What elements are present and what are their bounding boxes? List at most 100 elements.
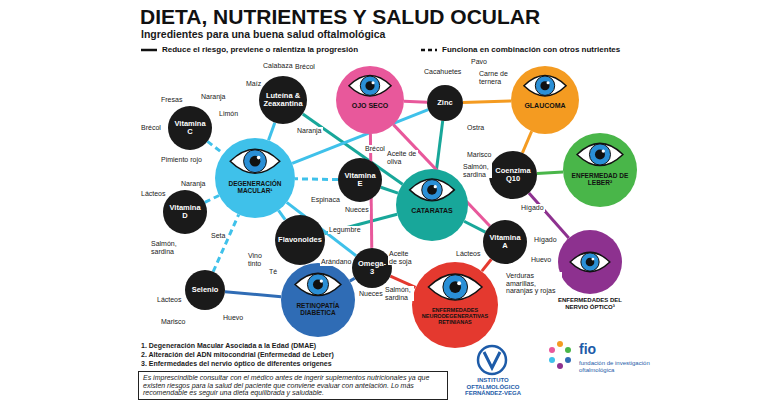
food-label: Huevo	[222, 314, 244, 322]
eye-iris	[360, 76, 379, 95]
eye-highlight	[547, 81, 550, 84]
subtitle: Ingredientes para una buena salud oftalm…	[140, 29, 386, 41]
connector-line	[295, 177, 338, 181]
eye-iris	[307, 274, 328, 295]
food-label: Cacahuetes	[423, 68, 462, 76]
nutrient-name: Selenio	[190, 286, 220, 294]
connector-line	[537, 172, 563, 174]
eye-iris	[581, 253, 599, 271]
disease-name: CATARATAS	[403, 207, 461, 215]
food-label: Té	[268, 268, 278, 276]
nutrient-circle: Flavonoides	[275, 215, 326, 266]
connector-line	[463, 101, 511, 102]
title: DIETA, NUTRIENTES Y SALUD OCULAR	[140, 5, 540, 29]
eye-white	[410, 179, 455, 201]
food-label: Marisco	[160, 318, 187, 326]
eye-highlight	[372, 81, 375, 84]
legend-item: Funciona en combinación con otros nutrie…	[420, 45, 620, 54]
food-label: Seta	[210, 232, 226, 240]
connector-line	[381, 187, 398, 193]
eye-iris	[535, 76, 554, 95]
eye-pupil	[250, 156, 261, 167]
eye-icon	[412, 262, 498, 348]
food-label: Pavo	[470, 58, 488, 66]
eye-white	[577, 143, 623, 165]
nutrient-name: Vitamina E	[344, 172, 377, 189]
disease-circle: CATARATAS	[396, 169, 468, 241]
nutrient-circle: Zinc	[427, 85, 463, 121]
logo-ring	[478, 346, 506, 374]
eye-pupil	[449, 281, 461, 293]
nutrient-circle: Vitamina D	[163, 190, 207, 234]
disease-circle: OJO SECO	[336, 66, 404, 134]
disease-name: ENFERMEDADES NEURODEGENERATIVAS RETINIAN…	[421, 307, 488, 325]
eye-white	[295, 273, 341, 295]
disease-name: RETINOPATÍA DIABÉTICA	[289, 302, 347, 316]
legend-text: Funciona en combinación con otros nutrie…	[442, 45, 620, 54]
logo-dot	[565, 357, 571, 363]
logo-text: fio	[578, 342, 597, 357]
nutrient-circle: Vitamina C	[168, 106, 212, 150]
eye-white	[428, 274, 482, 300]
nutrient-name: Vitamina D	[169, 204, 202, 221]
connector-line	[225, 292, 281, 297]
food-label: Nueces	[358, 290, 384, 298]
eye-pupil	[313, 279, 323, 289]
food-label: Lácteos	[140, 190, 167, 198]
eye-highlight	[257, 156, 261, 160]
nutrient-circle: Coenzima Q10	[489, 151, 537, 199]
food-label: Aceite de soja	[388, 250, 416, 265]
food-label: Naranja	[200, 93, 227, 101]
connector-line	[404, 100, 427, 104]
food-label: Fresas	[160, 96, 183, 104]
legend-line	[421, 49, 437, 52]
connector-line	[482, 259, 491, 271]
connector-line	[324, 214, 397, 233]
connector-line	[269, 123, 275, 141]
eye-icon	[215, 138, 295, 218]
disease-circle: ENFERMEDAD DE LEBER²	[563, 133, 637, 207]
connector-line	[437, 121, 443, 169]
food-label: Lácteos	[156, 296, 183, 304]
logo-dot	[557, 363, 563, 369]
nutrient-name: Coenzima Q10	[495, 167, 531, 184]
food-label: Carne de ternera	[478, 70, 512, 85]
legend-text: Reduce el riesgo, previene o ralentiza l…	[162, 45, 358, 54]
disease-circle: GLAUCOMA	[511, 66, 579, 134]
connector-line	[278, 210, 285, 219]
food-label: Aceite de oliva	[386, 150, 418, 165]
food-label: Espinaca	[310, 196, 341, 204]
food-label: Huevo	[530, 256, 552, 264]
disease-name: OJO SECO	[343, 102, 397, 110]
nutrient-name: Flavonoides	[278, 236, 322, 244]
eye-pupil	[540, 81, 549, 90]
food-label: Brécol	[140, 124, 162, 132]
food-label: Calabaza	[262, 62, 294, 70]
food-label: Brécol	[364, 145, 386, 153]
nutrient-circle: Vitamina A	[483, 220, 527, 264]
food-label: Marisco	[466, 151, 493, 159]
eye-highlight	[457, 281, 461, 285]
connector-line	[529, 193, 569, 238]
disease-circle: ENFERMEDADES DEL NERVIO ÓPTICO³	[558, 230, 622, 294]
food-label: Maíz	[245, 80, 262, 88]
legend-item: Reduce el riesgo, previene o ralentiza l…	[140, 45, 358, 54]
legend-line	[141, 49, 157, 52]
food-label: Salmón, sardina	[384, 286, 414, 301]
eye-icon	[281, 263, 355, 337]
fio-logo	[549, 341, 571, 369]
food-label: Salmón, sardina	[462, 163, 492, 178]
food-label: Salmón, sardina	[150, 240, 182, 255]
logo-dot	[549, 347, 555, 353]
eye-iris	[589, 144, 610, 165]
footnote: 3. Enfermedades del nervio óptico de dif…	[140, 360, 333, 368]
disease-circle: DEGENERACIÓN MACULAR¹	[215, 138, 295, 218]
nutrient-name: Omega-3	[357, 260, 387, 277]
food-label: Ostra	[466, 124, 485, 132]
eye-icon	[558, 230, 622, 294]
disease-name: ENFERMEDAD DE LEBER²	[571, 172, 629, 186]
disease-circle: ENFERMEDADES NEURODEGENERATIVAS RETINIAN…	[412, 262, 498, 348]
